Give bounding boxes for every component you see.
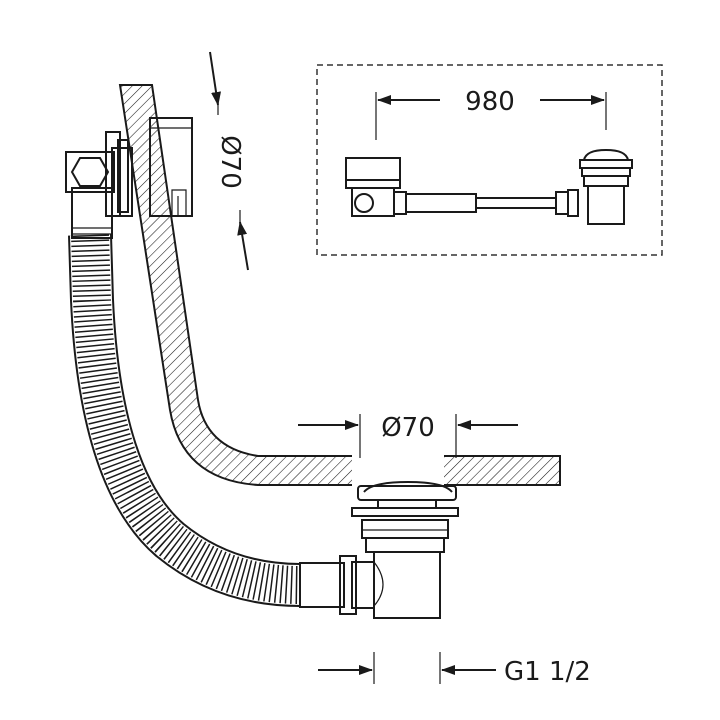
overflow-assembly: [65, 117, 193, 239]
overflow-diameter-dimension: Ø70: [209, 51, 249, 271]
thread-dimension: G1 1/2: [318, 652, 591, 687]
inset-length-view: 980: [316, 64, 663, 256]
bath-wall-section: [118, 84, 561, 486]
thread-label: G1 1/2: [504, 657, 591, 687]
waste-assembly: [299, 480, 459, 619]
flexible-hose: [68, 234, 301, 607]
overflow-diameter-label: Ø70: [215, 135, 245, 189]
inset-length-label: 980: [465, 87, 515, 117]
waste-diameter-label: Ø70: [381, 413, 435, 443]
waste-diameter-dimension: Ø70: [298, 413, 518, 458]
